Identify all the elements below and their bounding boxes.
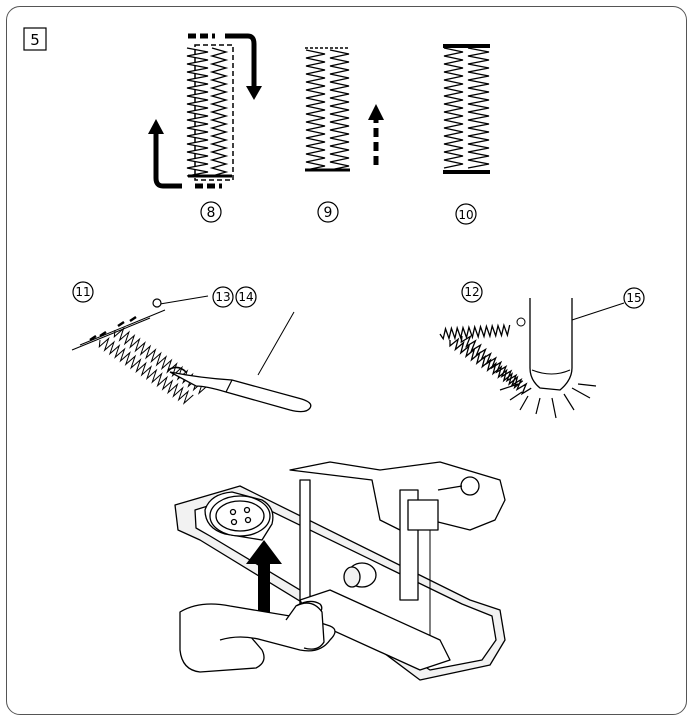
arrow-up-icon-9 (368, 104, 384, 120)
svg-text:14: 14 (238, 290, 253, 304)
zigzag-stitch (440, 325, 510, 339)
buttonhole-stage-9 (305, 48, 384, 170)
svg-text:12: 12 (464, 285, 479, 299)
svg-text:11: 11 (75, 285, 90, 299)
seam-ripper-handle-icon (170, 372, 311, 412)
zigzag-stitch (461, 336, 531, 394)
arrow-up-path-8 (156, 132, 182, 186)
zigzag-columns-10 (444, 48, 489, 168)
zigzag-columns-9 (306, 50, 349, 170)
seam-ripper-ball-icon (153, 299, 161, 307)
buttonhole-foot-illustration (175, 462, 505, 680)
svg-text:8: 8 (207, 205, 216, 221)
callout-9: 9 (318, 202, 338, 222)
zigzag-stitch (99, 339, 193, 404)
cut-zigzag-stitches (440, 325, 531, 394)
step-badge-label: 5 (30, 31, 40, 49)
leader-14 (258, 312, 294, 375)
needle-clamp (408, 500, 438, 530)
arrow-down-path-8 (225, 36, 254, 88)
presser-bar (300, 480, 310, 610)
zigzag-stitch (187, 48, 208, 176)
callout-12: 12 (462, 282, 482, 302)
arrow-down-icon (246, 86, 262, 100)
ripper-zigzag-stitches (99, 329, 208, 404)
clamp-screw-icon (461, 477, 479, 495)
zigzag-columns-8 (187, 48, 226, 176)
seam-ripper-illustration (72, 296, 311, 412)
svg-text:10: 10 (458, 208, 473, 222)
step-badge: 5 (24, 28, 46, 50)
callout-13: 13 (213, 287, 233, 307)
callout-8: 8 (201, 202, 221, 222)
callout-14: 14 (236, 287, 256, 307)
zigzag-stitch (212, 48, 226, 176)
svg-text:13: 13 (215, 290, 230, 304)
arrow-up-icon (148, 119, 164, 134)
buttonhole-stage-8 (148, 36, 262, 186)
buttonhole-stage-10 (443, 46, 490, 172)
zigzag-stitch (444, 48, 463, 168)
pin-icon (530, 298, 572, 390)
callout-10: 10 (456, 204, 476, 224)
zigzag-stitch (330, 50, 349, 170)
zigzag-stitch (468, 48, 489, 168)
thread-lines (72, 310, 165, 350)
machine-head (290, 462, 505, 530)
button-icon (210, 496, 270, 536)
callout-11: 11 (73, 282, 93, 302)
leader-15 (572, 303, 624, 320)
zigzag-stitch (306, 50, 325, 170)
svg-text:9: 9 (324, 205, 333, 221)
callout-15: 15 (624, 288, 644, 308)
leader-13 (160, 296, 208, 304)
pin-cut-illustration (440, 298, 624, 418)
svg-text:15: 15 (626, 291, 641, 305)
thread-ticks (90, 317, 136, 340)
